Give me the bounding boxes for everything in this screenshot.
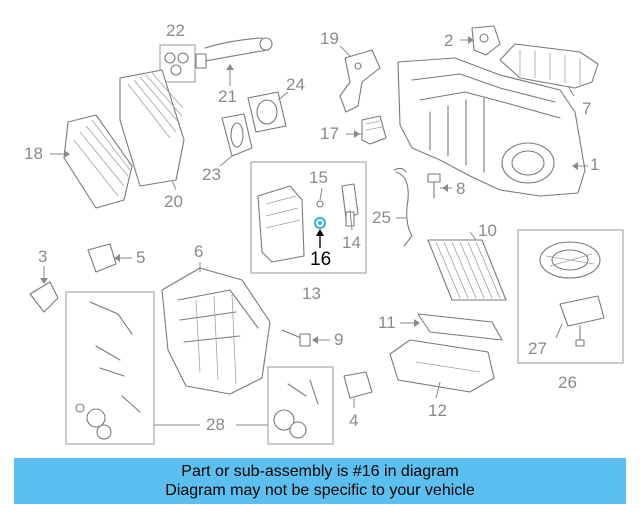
callout-22: 22 bbox=[166, 21, 185, 40]
group-box-28-right bbox=[267, 366, 334, 445]
linkage-parts-28-left bbox=[75, 301, 141, 440]
callout-20: 20 bbox=[164, 192, 183, 211]
callout-10: 10 bbox=[478, 221, 497, 240]
callout-15: 15 bbox=[309, 168, 328, 187]
callout-5: 5 bbox=[136, 248, 146, 267]
banner-line-part: Part or sub-assembly is #16 in diagram bbox=[181, 463, 459, 480]
leader-lines bbox=[40, 36, 588, 426]
callout-18: 18 bbox=[24, 144, 43, 163]
cover-part-11 bbox=[417, 313, 503, 341]
actuator-part-5 bbox=[87, 243, 117, 273]
group-box-22 bbox=[159, 44, 196, 83]
bracket-part-3 bbox=[29, 281, 59, 313]
bolt-part-8 bbox=[427, 173, 441, 199]
pipe-part-21 bbox=[195, 37, 273, 69]
callout-24: 24 bbox=[286, 75, 305, 94]
evaporator-part-20 bbox=[119, 69, 185, 187]
clip-part-15 bbox=[316, 200, 324, 208]
callout-13: 13 bbox=[302, 284, 321, 303]
hose-part-25 bbox=[393, 167, 413, 247]
leader-line-16 bbox=[316, 229, 324, 248]
callout-27: 27 bbox=[528, 339, 547, 358]
resistor-part-27 bbox=[559, 295, 605, 347]
blower-motor-part-26 bbox=[539, 241, 601, 279]
sensor-part-9 bbox=[281, 329, 311, 347]
callout-11: 11 bbox=[378, 313, 396, 332]
bracket-part-19 bbox=[339, 49, 381, 113]
callout-2: 2 bbox=[444, 31, 454, 50]
gasket-part-23 bbox=[221, 113, 253, 157]
callout-23: 23 bbox=[202, 165, 221, 184]
heater-core-part-18 bbox=[63, 114, 133, 209]
callout-17: 17 bbox=[320, 124, 339, 143]
callout-28: 28 bbox=[206, 415, 225, 434]
callout-1: 1 bbox=[590, 155, 600, 174]
callout-12: 12 bbox=[428, 401, 447, 420]
callout-6: 6 bbox=[194, 242, 204, 261]
banner-line-disclaimer: Diagram may not be specific to your vehi… bbox=[165, 482, 475, 499]
info-banner: Part or sub-assembly is #16 in diagram D… bbox=[14, 458, 626, 504]
lower-housing-part-6 bbox=[161, 267, 271, 395]
callout-25: 25 bbox=[372, 208, 391, 227]
parts-diagram bbox=[29, 25, 624, 445]
seals-part-22 bbox=[164, 52, 189, 76]
callout-4: 4 bbox=[349, 411, 359, 430]
callout-3: 3 bbox=[38, 247, 48, 266]
callout-7: 7 bbox=[582, 99, 592, 118]
callout-14: 14 bbox=[342, 233, 361, 252]
callout-16: 16 bbox=[310, 249, 332, 270]
cabin-filter-part-10 bbox=[427, 239, 507, 301]
group-box-26 bbox=[517, 229, 624, 364]
tray-part-12 bbox=[389, 339, 495, 393]
actuator-part-17 bbox=[361, 115, 387, 145]
bracket-part-2 bbox=[471, 25, 501, 56]
callout-21: 21 bbox=[218, 87, 237, 106]
sensor-part-14 bbox=[341, 183, 359, 227]
callout-26: 26 bbox=[558, 373, 577, 392]
group-box-13 bbox=[250, 161, 367, 274]
hvac-housing-part bbox=[397, 43, 599, 197]
module-part-13 bbox=[257, 185, 305, 263]
callout-8: 8 bbox=[456, 179, 466, 198]
linkage-parts-28-right bbox=[273, 379, 319, 439]
callout-9: 9 bbox=[334, 330, 344, 349]
actuator-part-4 bbox=[343, 371, 373, 399]
seal-part-16 bbox=[313, 216, 327, 230]
callout-19: 19 bbox=[320, 29, 339, 48]
group-box-28-left bbox=[65, 291, 155, 445]
gasket-part-24 bbox=[247, 91, 287, 133]
